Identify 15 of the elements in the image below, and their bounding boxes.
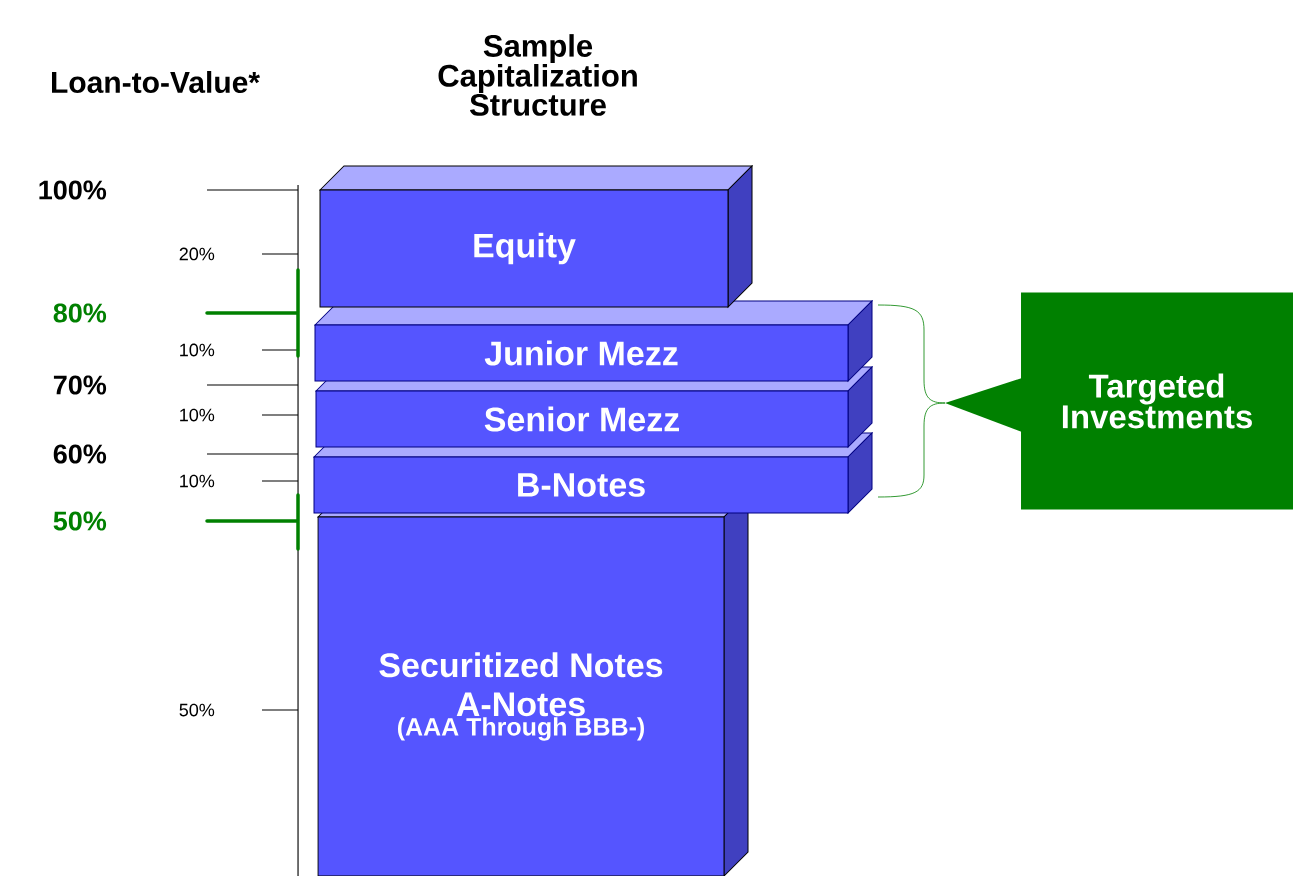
axis-heading: Loan-to-Value* [52, 71, 260, 93]
percent-label: 50% [53, 511, 107, 531]
heading: Sample Capitalization Structure [438, 34, 637, 116]
percent-label: 80% [53, 303, 107, 323]
tier-block: Junior Mezz [314, 300, 873, 382]
percent-label: 100% [39, 180, 107, 200]
percent-label: 70% [53, 375, 107, 395]
share-label: 20% [179, 247, 215, 261]
callout-box: Targeted Investments [945, 292, 1293, 510]
share-label: 50% [179, 703, 215, 717]
share-label: 10% [180, 343, 215, 357]
share-label: 10% [180, 474, 215, 488]
share-label: 10% [180, 408, 215, 422]
tier-block: Equity [319, 165, 753, 308]
percent-label: 60% [53, 444, 107, 464]
